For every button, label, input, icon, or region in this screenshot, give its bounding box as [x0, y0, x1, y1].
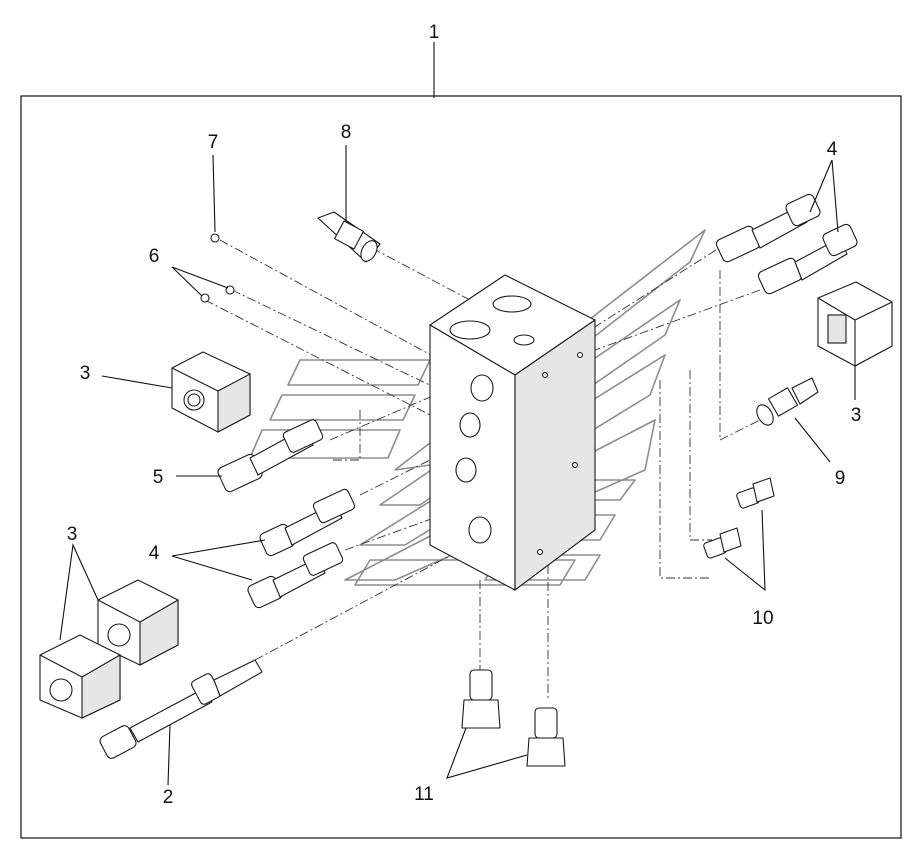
leader-9: [794, 417, 831, 463]
callout-4-right: 4: [827, 139, 838, 160]
coil-pair-lower: [39, 634, 121, 719]
fitting-right-a: [736, 477, 775, 509]
callout-2: 2: [163, 787, 174, 808]
callout-3-left: 3: [80, 363, 91, 384]
callout-3-pair: 3: [67, 524, 78, 545]
leader-4-right: [809, 159, 839, 233]
leader-2: [167, 724, 171, 786]
callout-3-right: 3: [851, 405, 862, 426]
fitting-bottom-b: [526, 707, 566, 767]
assembly-frame: [20, 95, 902, 839]
callout-8: 8: [341, 122, 352, 143]
cartridge-right-a: [715, 193, 821, 263]
cartridge-left-top: [217, 419, 324, 493]
cartridge-right-b: [757, 223, 858, 295]
callout-4-left: 4: [149, 543, 160, 564]
long-bolt: [99, 659, 263, 759]
callout-7: 7: [208, 132, 219, 153]
fitting-bottom-a: [461, 669, 501, 729]
sensor-top: [317, 211, 381, 263]
callout-5: 5: [153, 467, 164, 488]
callout-1: 1: [429, 22, 440, 43]
leader-11: [446, 727, 528, 779]
plug-small-b: [200, 293, 210, 303]
coil-right: [817, 281, 893, 367]
plug-single: [210, 233, 220, 243]
leader-3-pair: [59, 543, 99, 641]
callout-9: 9: [835, 468, 846, 489]
callout-11: 11: [414, 784, 434, 805]
callout-6: 6: [149, 246, 160, 267]
leader-4-left: [171, 539, 266, 581]
cartridge-left-a: [259, 488, 356, 557]
callout-10: 10: [752, 608, 773, 629]
leader-6: [171, 266, 229, 297]
coil-pair-upper: [97, 579, 179, 666]
cartridge-left-b: [247, 542, 344, 609]
leader-10: [724, 509, 766, 592]
leader-3-left: [101, 375, 173, 389]
valve-block: [429, 274, 596, 592]
coil-left-single: [171, 351, 251, 433]
sensor-right: [756, 377, 819, 426]
fitting-right-b: [703, 527, 742, 559]
leader-7: [212, 154, 216, 233]
